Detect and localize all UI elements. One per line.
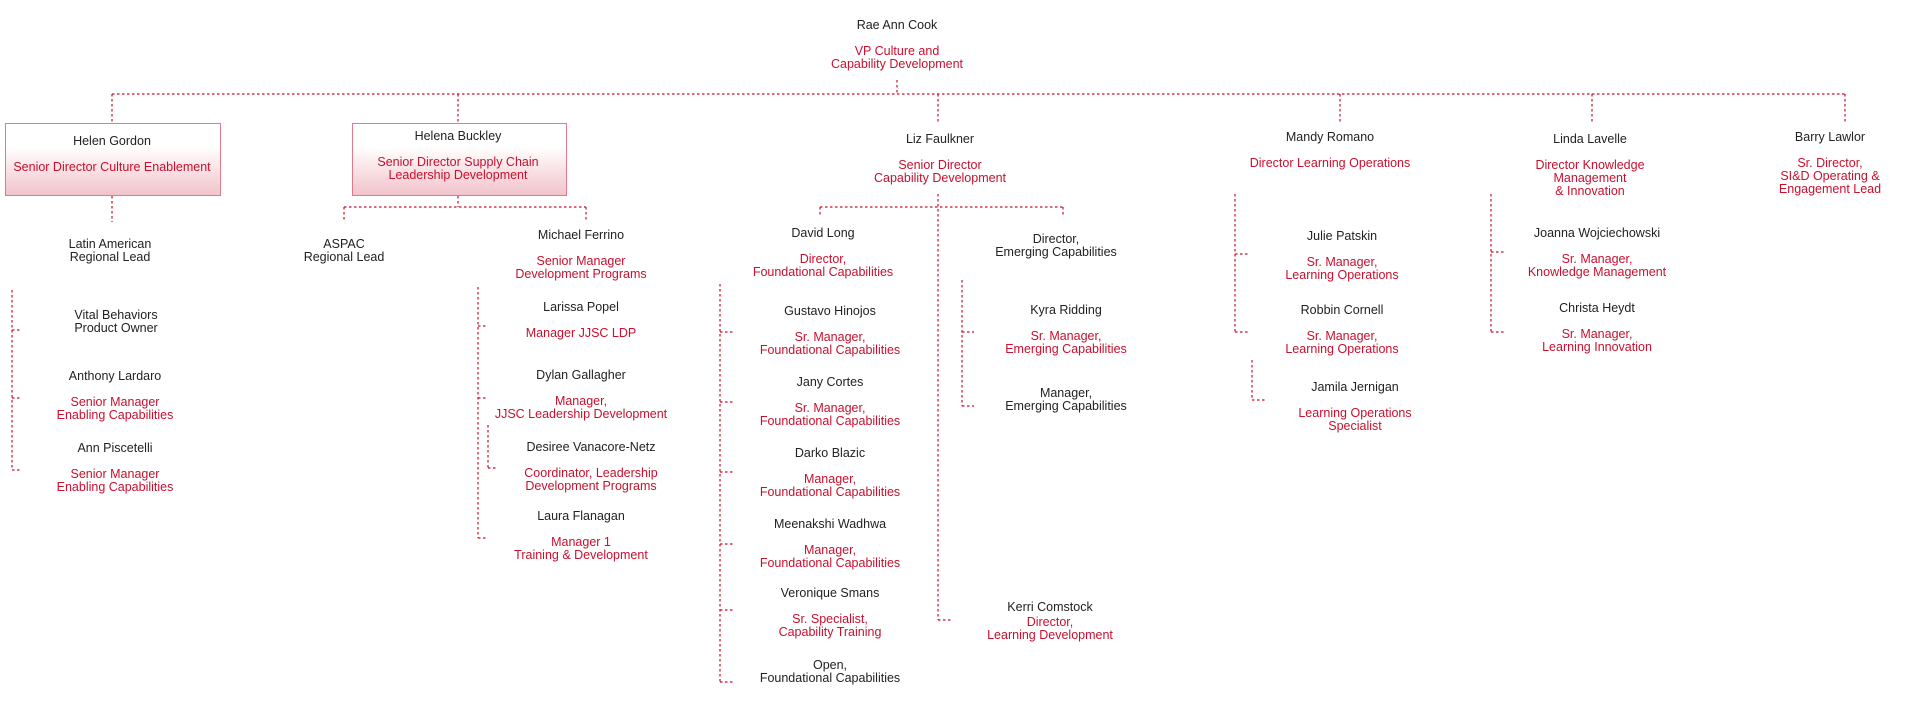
person-title: Senior Director Culture Enablement [13,160,211,175]
org-node-director-emerging: Director, Emerging Capabilities [956,232,1156,260]
org-node-helen-gordon: Helen Gordon Senior Director Culture Ena… [0,134,224,175]
org-node-ann-piscetelli: Ann Piscetelli Senior Manager Enabling C… [15,441,215,495]
person-name: Kerri Comstock [1007,600,1093,614]
person-title: Sr. Manager, Emerging Capabilities [1005,329,1127,357]
org-node-aspac-lead: ASPAC Regional Lead [264,237,424,265]
person-name: Linda Lavelle [1553,132,1627,146]
org-node-joanna-wojciechowski: Joanna Wojciechowski Sr. Manager, Knowle… [1482,226,1712,280]
org-node-anthony-lardaro: Anthony Lardaro Senior Manager Enabling … [15,369,215,423]
person-title: Sr. Manager, Foundational Capabilities [759,401,901,429]
person-title: Manager, Foundational Capabilities [759,472,901,500]
person-title: Sr. Manager, Learning Innovation [1542,327,1652,355]
person-name: Ann Piscetelli [77,441,153,455]
person-name: Julie Patskin [1306,229,1378,243]
person-title: Manager 1 Training & Development [514,535,648,563]
person-title: Sr. Director, SI&D Operating & Engagemen… [1778,156,1882,197]
org-node-david-long: David Long Director, Foundational Capabi… [723,226,923,280]
person-title: Sr. Manager, Knowledge Management [1527,252,1667,280]
person-title: Manager JJSC LDP [525,326,637,341]
person-title: Director Learning Operations [1249,156,1411,171]
person-title: Director, Foundational Capabilities [752,252,894,280]
person-name: Joanna Wojciechowski [1533,226,1661,240]
position-name: Manager, Emerging Capabilities [1005,386,1127,414]
person-name: Rae Ann Cook [856,18,938,32]
org-node-kyra-ridding: Kyra Ridding Sr. Manager, Emerging Capab… [966,303,1166,357]
person-name: Veronique Smans [780,586,880,600]
person-name: Darko Blazic [794,446,866,460]
org-node-michael-ferrino: Michael Ferrino Senior Manager Developme… [476,228,686,282]
person-title: Senior Director Capability Development [873,158,1006,186]
person-title: Coordinator, Leadership Development Prog… [524,466,658,494]
person-title: Director, Learning Development [987,615,1113,643]
org-node-christa-heydt: Christa Heydt Sr. Manager, Learning Inno… [1492,301,1702,355]
org-node-rae-ann-cook: Rae Ann Cook VP Culture and Capability D… [787,18,1007,72]
person-name: David Long [791,226,855,240]
person-title: Sr. Manager, Learning Operations [1285,255,1399,283]
org-node-mandy-romano: Mandy Romano Director Learning Operation… [1220,130,1440,171]
person-title: Sr. Specialist, Capability Training [778,612,882,640]
person-title: Senior Manager Enabling Capabilities [56,467,174,495]
org-node-barry-lawlor: Barry Lawlor Sr. Director, SI&D Operatin… [1740,130,1920,197]
org-node-vital-behaviors: Vital Behaviors Product Owner [26,308,206,336]
org-node-larissa-popel: Larissa Popel Manager JJSC LDP [476,300,686,341]
person-name: Desiree Vanacore-Netz [526,440,656,454]
person-name: Mandy Romano [1285,130,1375,144]
org-node-manager-emerging: Manager, Emerging Capabilities [966,386,1166,414]
person-title: Sr. Manager, Learning Operations [1285,329,1399,357]
person-title: Learning Operations Specialist [1298,406,1412,434]
person-name: Michael Ferrino [537,228,625,242]
person-name: Meenakshi Wadhwa [773,517,887,531]
person-name: Kyra Ridding [1030,303,1102,317]
person-name: Anthony Lardaro [68,369,162,383]
org-node-helena-buckley: Helena Buckley Senior Director Supply Ch… [350,129,566,183]
person-name: Helen Gordon [73,134,151,148]
org-node-gustavo-hinojos: Gustavo Hinojos Sr. Manager, Foundationa… [730,304,930,358]
position-name: Director, Emerging Capabilities [995,232,1117,260]
person-title: Sr. Manager, Foundational Capabilities [759,330,901,358]
person-name: Barry Lawlor [1794,130,1866,144]
org-node-darko-blazic: Darko Blazic Manager, Foundational Capab… [730,446,930,500]
org-node-desiree-vanacore-netz: Desiree Vanacore-Netz Coordinator, Leade… [486,440,696,494]
position-name: Open, Foundational Capabilities [759,658,901,686]
person-title: Senior Director Supply Chain Leadership … [377,155,539,183]
person-name: Jamila Jernigan [1311,380,1399,394]
org-node-linda-lavelle: Linda Lavelle Director Knowledge Managem… [1480,132,1700,199]
org-node-robbin-cornell: Robbin Cornell Sr. Manager, Learning Ope… [1237,303,1447,357]
person-name: Helena Buckley [414,129,502,143]
person-name: Liz Faulkner [905,132,975,146]
org-node-meenakshi-wadhwa: Meenakshi Wadhwa Manager, Foundational C… [730,517,930,571]
position-name: Vital Behaviors Product Owner [74,308,158,336]
person-name: Jany Cortes [796,375,864,389]
org-node-jamila-jernigan: Jamila Jernigan Learning Operations Spec… [1250,380,1460,434]
person-name: Gustavo Hinojos [784,304,876,318]
person-name: Larissa Popel [543,300,619,314]
person-title: Senior Manager Enabling Capabilities [56,395,174,423]
org-node-julie-patskin: Julie Patskin Sr. Manager, Learning Oper… [1237,229,1447,283]
position-name: Latin American Regional Lead [68,237,152,265]
org-node-jany-cortes: Jany Cortes Sr. Manager, Foundational Ca… [730,375,930,429]
person-title: Manager, JJSC Leadership Development [494,394,668,422]
person-name: Robbin Cornell [1300,303,1384,317]
org-node-liz-faulkner: Liz Faulkner Senior Director Capability … [830,132,1050,186]
person-name: Christa Heydt [1559,301,1635,315]
person-name: Dylan Gallagher [536,368,626,382]
person-title: Manager, Foundational Capabilities [759,543,901,571]
person-title: VP Culture and Capability Development [830,44,963,72]
org-node-laura-flanagan: Laura Flanagan Manager 1 Training & Deve… [476,509,686,563]
org-node-dylan-gallagher: Dylan Gallagher Manager, JJSC Leadership… [466,368,696,422]
highlight-box-helena-buckley [352,123,567,196]
org-node-open-position: Open, Foundational Capabilities [730,658,930,686]
person-title: Director Knowledge Management & Innovati… [1535,158,1645,199]
person-name: Laura Flanagan [537,509,625,523]
org-node-veronique-smans: Veronique Smans Sr. Specialist, Capabili… [730,586,930,640]
person-title: Senior Manager Development Programs [515,254,647,282]
position-name: ASPAC Regional Lead [303,237,385,265]
highlight-box-helen-gordon [5,123,221,196]
org-node-kerri-comstock: Kerri Comstock Director, Learning Develo… [950,600,1150,643]
org-node-latam-lead: Latin American Regional Lead [20,237,200,265]
